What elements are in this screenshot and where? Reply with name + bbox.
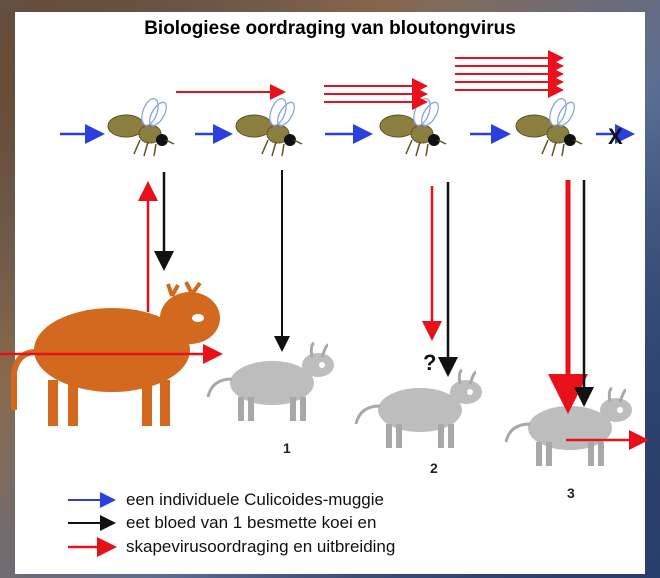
cow-2	[356, 370, 482, 448]
vertical-arrows	[148, 170, 584, 404]
question-mark: ?	[423, 350, 436, 376]
legend-item-black: eet bloed van 1 besmette koei en	[126, 512, 376, 534]
midge-3-icon	[380, 96, 446, 156]
cow-1-label: 1	[283, 440, 291, 456]
midge-2-icon	[236, 96, 302, 156]
legend-item-red: skapevirusoordraging en uitbreiding	[126, 536, 395, 558]
midge-1-icon	[108, 96, 174, 156]
legend-item-blue: een individuele Culicoides-muggie	[126, 489, 384, 511]
blocked-x-icon: X	[608, 124, 623, 150]
cow-1	[208, 343, 334, 421]
legend-text-black: eet bloed van 1 besmette koei en	[126, 513, 376, 533]
cow-2-label: 2	[430, 460, 438, 476]
red-horizontal-arrows	[176, 58, 560, 102]
midge-4-icon	[516, 96, 582, 156]
legend-text-blue: een individuele Culicoides-muggie	[126, 490, 384, 510]
legend-text-red: skapevirusoordraging en uitbreiding	[126, 537, 395, 557]
cow-3-label: 3	[567, 485, 575, 501]
diagram-title: Biologiese oordraging van bloutongvirus	[15, 18, 645, 40]
